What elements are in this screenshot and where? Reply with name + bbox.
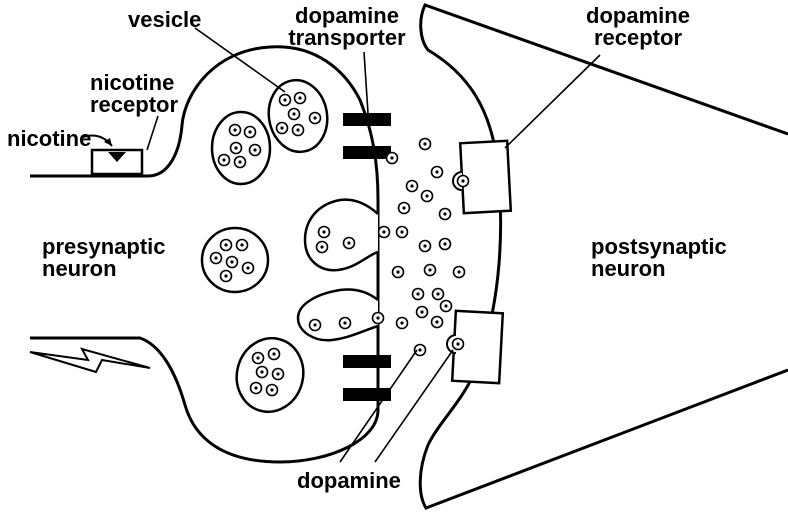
dopamine-transporter-lower <box>343 355 391 368</box>
dopamine-molecule <box>405 179 419 193</box>
dopamine-molecule <box>430 315 444 329</box>
dopamine-molecule <box>275 121 289 135</box>
label-dopamine-receptor: dopamine receptor <box>578 5 698 49</box>
presynaptic-membrane <box>30 45 380 464</box>
label-dopamine-receptor-line1: dopamine <box>586 3 690 28</box>
dopamine-molecule <box>243 125 257 139</box>
label-postsynaptic-line2: neuron <box>591 256 666 281</box>
fusing-vesicle-lower <box>296 288 379 342</box>
dopamine-molecule <box>248 143 262 157</box>
dopamine-molecule <box>235 238 249 252</box>
dopamine-molecule <box>291 123 305 137</box>
label-vesicle: vesicle <box>128 7 202 32</box>
dopamine-molecule <box>418 239 432 253</box>
dopamine-molecule <box>438 237 452 251</box>
dopamine-molecule <box>293 91 307 105</box>
dopamine-transporter-upper <box>343 113 391 126</box>
dopamine-molecule <box>430 165 444 179</box>
dopamine-molecule <box>225 255 239 269</box>
dopamine-molecule <box>308 111 322 125</box>
dopamine-molecule <box>418 137 432 151</box>
dopamine-molecule <box>338 316 352 330</box>
dopamine-molecule <box>255 365 269 379</box>
dopamine-molecule <box>371 311 385 325</box>
leader-lines <box>146 27 601 463</box>
dopamine-molecule <box>395 316 409 330</box>
dopamine-molecule <box>228 123 242 137</box>
dopamine-molecule <box>420 189 434 203</box>
dopamine-molecule <box>229 141 243 155</box>
label-dopamine-receptor-line2: receptor <box>593 25 683 50</box>
label-dopamine-transporter-line2: transporter <box>288 25 406 50</box>
label-postsynaptic-neuron: postsynaptic neuron <box>591 236 727 280</box>
dopamine-molecule <box>287 107 301 121</box>
dopamine-molecule <box>431 287 445 301</box>
dopamine-molecule <box>267 347 281 361</box>
dopamine-molecule <box>271 367 285 381</box>
dopamine-transporter-upper <box>343 146 391 159</box>
dopamine-molecule <box>278 93 292 107</box>
dopamine-molecule <box>209 251 223 265</box>
label-presynaptic-neuron: presynaptic neuron <box>42 236 166 280</box>
dopamine-molecule <box>411 287 425 301</box>
dopamine-molecule <box>233 155 247 169</box>
postsynaptic-membrane <box>418 3 788 510</box>
dopamine-molecules-cleft <box>371 137 466 357</box>
dopamine-molecule <box>317 225 331 239</box>
label-nicotine-receptor-line2: receptor <box>90 92 179 117</box>
nicotine-molecule <box>108 152 126 162</box>
lightning-bolt-icon <box>29 347 151 374</box>
dopamine-molecule <box>451 337 465 351</box>
arrowhead-icon <box>104 138 112 146</box>
dopamine-molecule <box>395 225 409 239</box>
label-nicotine-receptor: nicotine receptor <box>90 72 178 116</box>
dopamine-molecule <box>315 240 329 254</box>
dopamine-molecule <box>265 383 279 397</box>
dopamine-molecule <box>397 201 411 215</box>
label-presynaptic-line1: presynaptic <box>42 234 166 259</box>
vesicle-shape <box>235 337 305 413</box>
label-dopamine-transporter: dopamine transporter <box>282 5 412 49</box>
dopamine-molecule <box>308 318 322 332</box>
dopamine-molecule <box>342 236 356 250</box>
dopamine-molecule <box>423 263 437 277</box>
dopamine-molecule <box>438 207 452 221</box>
dopamine-molecule <box>385 151 399 165</box>
label-nicotine: nicotine <box>7 126 92 151</box>
dopamine-molecule <box>241 261 255 275</box>
dopamine-molecule <box>456 174 470 188</box>
label-presynaptic-line2: neuron <box>42 256 117 281</box>
dopamine-transporter-lower <box>343 388 391 401</box>
dopamine-molecule <box>219 269 233 283</box>
label-postsynaptic-line1: postsynaptic <box>591 234 727 259</box>
label-dopamine: dopamine <box>297 468 401 493</box>
dopamine-molecule <box>452 265 466 279</box>
dopamine-molecule <box>439 299 453 313</box>
dopamine-molecule <box>249 381 263 395</box>
dopamine-molecule <box>219 238 233 252</box>
dopamine-molecule <box>415 305 429 319</box>
dopamine-molecule <box>251 351 265 365</box>
dopamine-molecule <box>217 153 231 167</box>
fusing-vesicle-upper <box>303 198 379 272</box>
label-nicotine-receptor-line1: nicotine <box>90 70 175 95</box>
dopamine-molecule <box>377 225 391 239</box>
dopamine-molecule <box>391 265 405 279</box>
label-dopamine-transporter-line1: dopamine <box>295 3 399 28</box>
